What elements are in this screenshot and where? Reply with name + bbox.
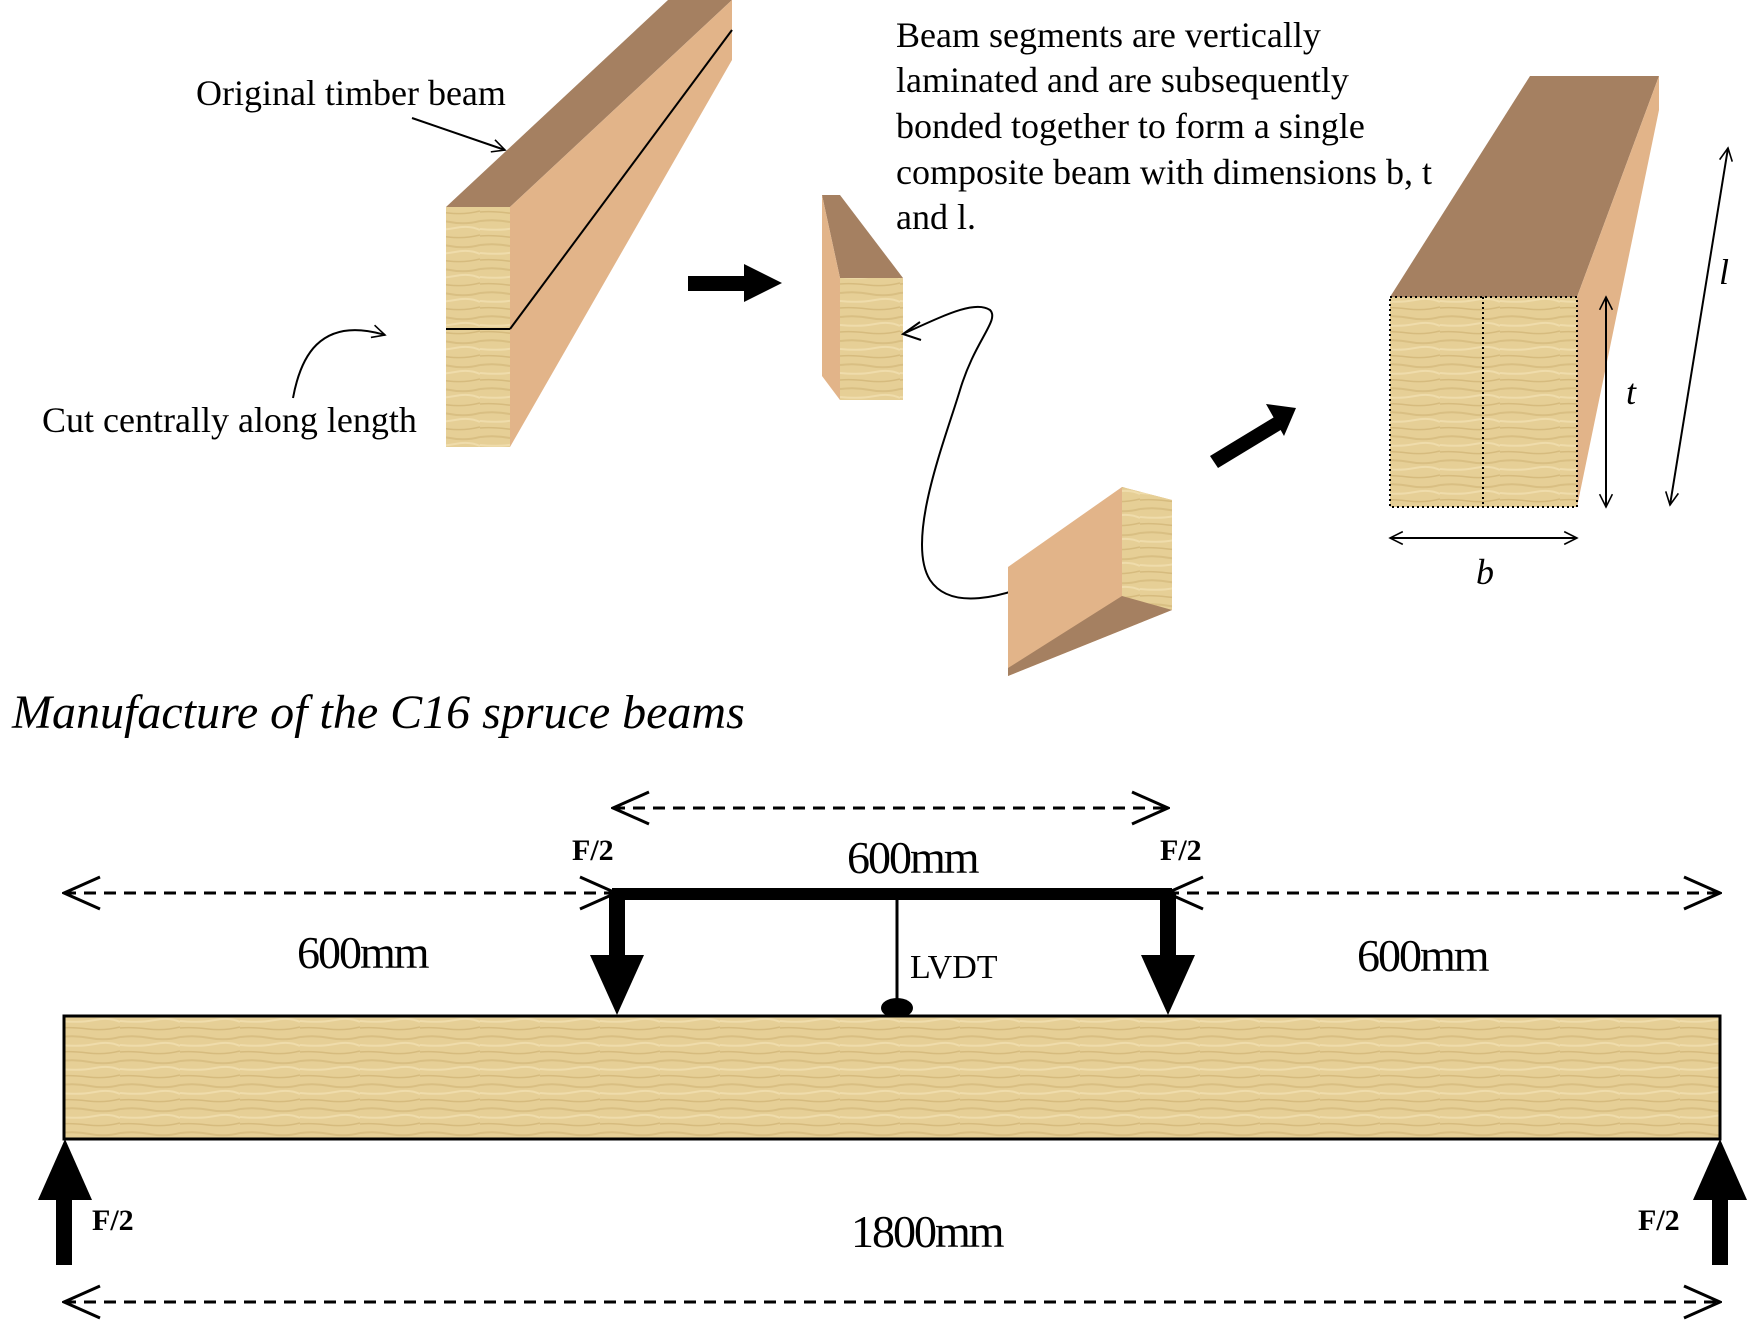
support-arrow-left bbox=[38, 1139, 92, 1265]
segment-upright-top bbox=[822, 195, 903, 278]
load-force-right: F/2 bbox=[1160, 834, 1202, 867]
test-beam bbox=[62, 1014, 1722, 1141]
cut-line-length bbox=[509, 29, 733, 330]
span-right-label: 600mm bbox=[1357, 930, 1490, 981]
load-force-left: F/2 bbox=[572, 834, 614, 867]
segment-rotated-end bbox=[1122, 487, 1172, 610]
composite-beam-top bbox=[1390, 76, 1659, 297]
description-line-5: and l. bbox=[896, 197, 976, 237]
dim-l-label: l bbox=[1719, 252, 1729, 292]
cut-pointer bbox=[292, 330, 385, 399]
description-line-2: laminated and are subsequently bbox=[896, 60, 1349, 100]
description-line-3: bonded together to form a single bbox=[896, 106, 1365, 146]
original-beam-top bbox=[446, 0, 732, 207]
description-line-4: composite beam with dimensions b, t bbox=[896, 152, 1432, 192]
segment-upright-side bbox=[822, 195, 840, 400]
description-line-1: Beam segments are vertically bbox=[896, 15, 1321, 55]
composite-beam bbox=[1389, 76, 1659, 508]
description-text: Beam segments are vertically laminated a… bbox=[896, 15, 1432, 237]
support-arrow-right bbox=[1693, 1139, 1747, 1265]
support-force-right: F/2 bbox=[1638, 1204, 1680, 1237]
rotation-path-arrow bbox=[904, 305, 1054, 600]
load-arrow-left bbox=[590, 892, 644, 1015]
composite-beam-side bbox=[1577, 76, 1659, 507]
original-beam-pointer bbox=[411, 117, 505, 150]
caption: Manufacture of the C16 spruce beams bbox=[11, 686, 745, 739]
beam-segment-upright bbox=[822, 195, 903, 400]
beam-segment-rotated bbox=[1008, 487, 1172, 676]
support-force-left: F/2 bbox=[92, 1204, 134, 1237]
span-mid-label: 600mm bbox=[847, 832, 980, 883]
span-left-label: 600mm bbox=[297, 927, 430, 978]
process-arrow-2 bbox=[1210, 404, 1296, 468]
load-arrow-right bbox=[1141, 892, 1195, 1015]
original-beam-side bbox=[510, 0, 732, 447]
cut-label: Cut centrally along length bbox=[42, 400, 417, 440]
dim-t-label: t bbox=[1626, 372, 1637, 412]
lvdt-tip bbox=[881, 998, 913, 1018]
rotation-head-top bbox=[900, 321, 922, 341]
span-total-label: 1800mm bbox=[851, 1206, 1005, 1257]
process-arrow-1 bbox=[688, 264, 782, 302]
original-beam bbox=[446, 0, 733, 447]
dim-arrow-l bbox=[1670, 148, 1728, 505]
original-beam-end bbox=[446, 207, 510, 447]
loading-spreader-bar bbox=[612, 888, 1172, 900]
segment-rotated-bottom bbox=[1008, 596, 1172, 676]
original-beam-label: Original timber beam bbox=[196, 73, 506, 113]
dim-b-label: b bbox=[1476, 552, 1494, 592]
segment-upright-end bbox=[840, 278, 903, 400]
lvdt-label: LVDT bbox=[910, 949, 998, 986]
